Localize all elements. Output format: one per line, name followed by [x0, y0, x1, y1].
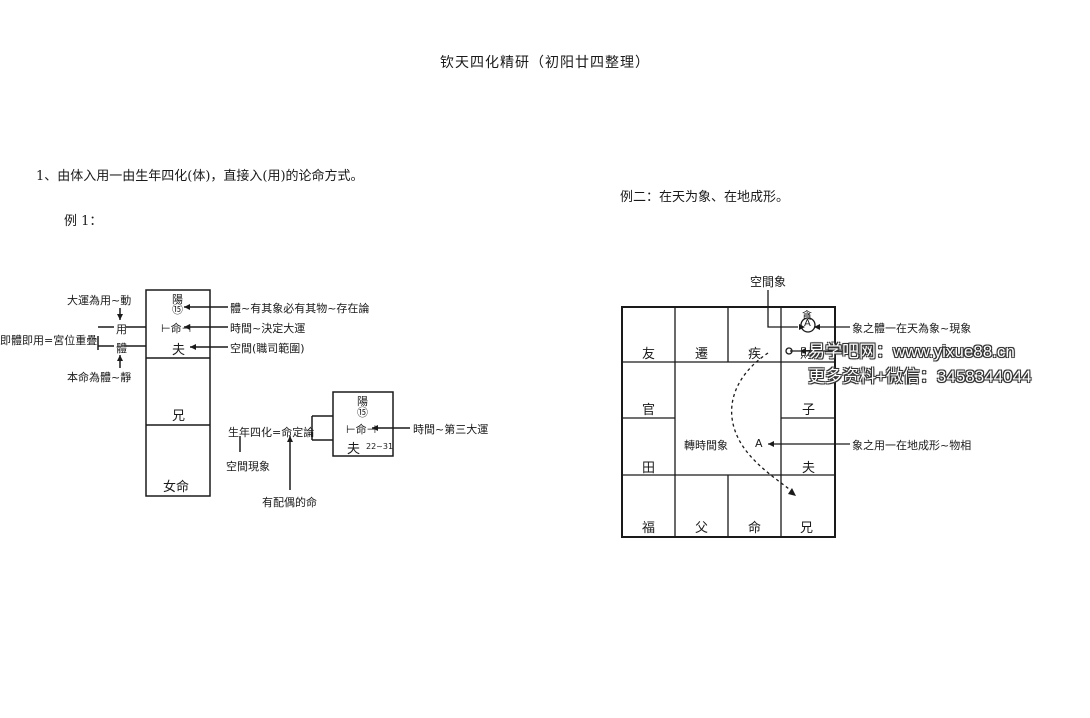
watermark-site: 易学吧网：www.yixue88.cn	[808, 342, 1015, 361]
example2-heading: 例二：在天为象、在地成形。	[620, 190, 790, 205]
cell-marker: ⑮	[172, 303, 183, 316]
cell-xiong: 兄	[172, 409, 186, 424]
palace-qian: 遷	[695, 347, 709, 362]
small-fu: 夫	[347, 442, 361, 457]
label-space: 空間(職司範圍)	[230, 342, 305, 355]
palace-tian: 田	[642, 461, 656, 476]
palace-ji: 疾	[748, 347, 762, 362]
label-time-third: 時間~第三大運	[413, 423, 489, 436]
label-body-use: 即體即用=宮位重疊	[0, 334, 98, 347]
cell-ming: ⊢命⊣	[161, 322, 192, 335]
palace-ming: 命	[748, 521, 762, 536]
palace-guan: 官	[642, 403, 656, 418]
natal-column-box	[145, 289, 211, 497]
label-use: 用	[116, 323, 127, 336]
palace-cai: 財	[800, 347, 814, 362]
palace-zi: 子	[802, 403, 816, 418]
intro-line: 1、由体入用一由生年四化(体)，直接入(用)的论命方式。	[36, 169, 364, 184]
label-dayun-move: 大運為用~動	[67, 294, 132, 307]
label-natal-sihua: 生年四化=命定論	[228, 426, 315, 439]
watermark-contact: 更多资料+微信：3458344044	[808, 367, 1032, 386]
label-body: 體	[116, 342, 127, 355]
palace-fumu: 父	[695, 521, 709, 536]
palace-xiong: 兄	[800, 521, 814, 536]
label-space-image: 空間象	[750, 275, 787, 289]
label-use-earth: 象之用一在地成形~物相	[852, 439, 972, 452]
cell-yang: 陽	[172, 293, 183, 306]
example1-heading: 例 1：	[64, 214, 103, 229]
small-ming: ⊢命⊣	[346, 423, 377, 436]
marker-tan: 貪	[802, 311, 812, 322]
label-time-dayun: 時間~決定大運	[230, 322, 306, 335]
label-has-spouse: 有配偶的命	[262, 496, 317, 509]
marker-a-top: A	[804, 318, 811, 329]
dayun-box	[332, 391, 394, 457]
label-transform: 轉時間象	[684, 439, 728, 452]
marker-a-mid: A	[755, 437, 763, 450]
label-space-phenomenon: 空間現象	[226, 460, 270, 473]
small-marker: ⑮	[357, 406, 368, 419]
label-body-sky: 象之體一在天為象~現象	[852, 322, 972, 335]
small-range: 22~31	[366, 442, 394, 451]
label-natal-static: 本命為體~靜	[67, 371, 132, 384]
page-title: 钦天四化精研（初阳廿四整理）	[440, 55, 650, 71]
palace-fude: 福	[642, 521, 656, 536]
palace-you: 友	[642, 347, 656, 362]
label-body-note: 體~有其象必有其物~存在論	[230, 302, 370, 315]
cell-fu: 夫	[172, 343, 186, 358]
cell-nv-ming: 女命	[163, 480, 190, 495]
small-yang: 陽	[357, 395, 368, 408]
palace-fu: 夫	[802, 461, 816, 476]
